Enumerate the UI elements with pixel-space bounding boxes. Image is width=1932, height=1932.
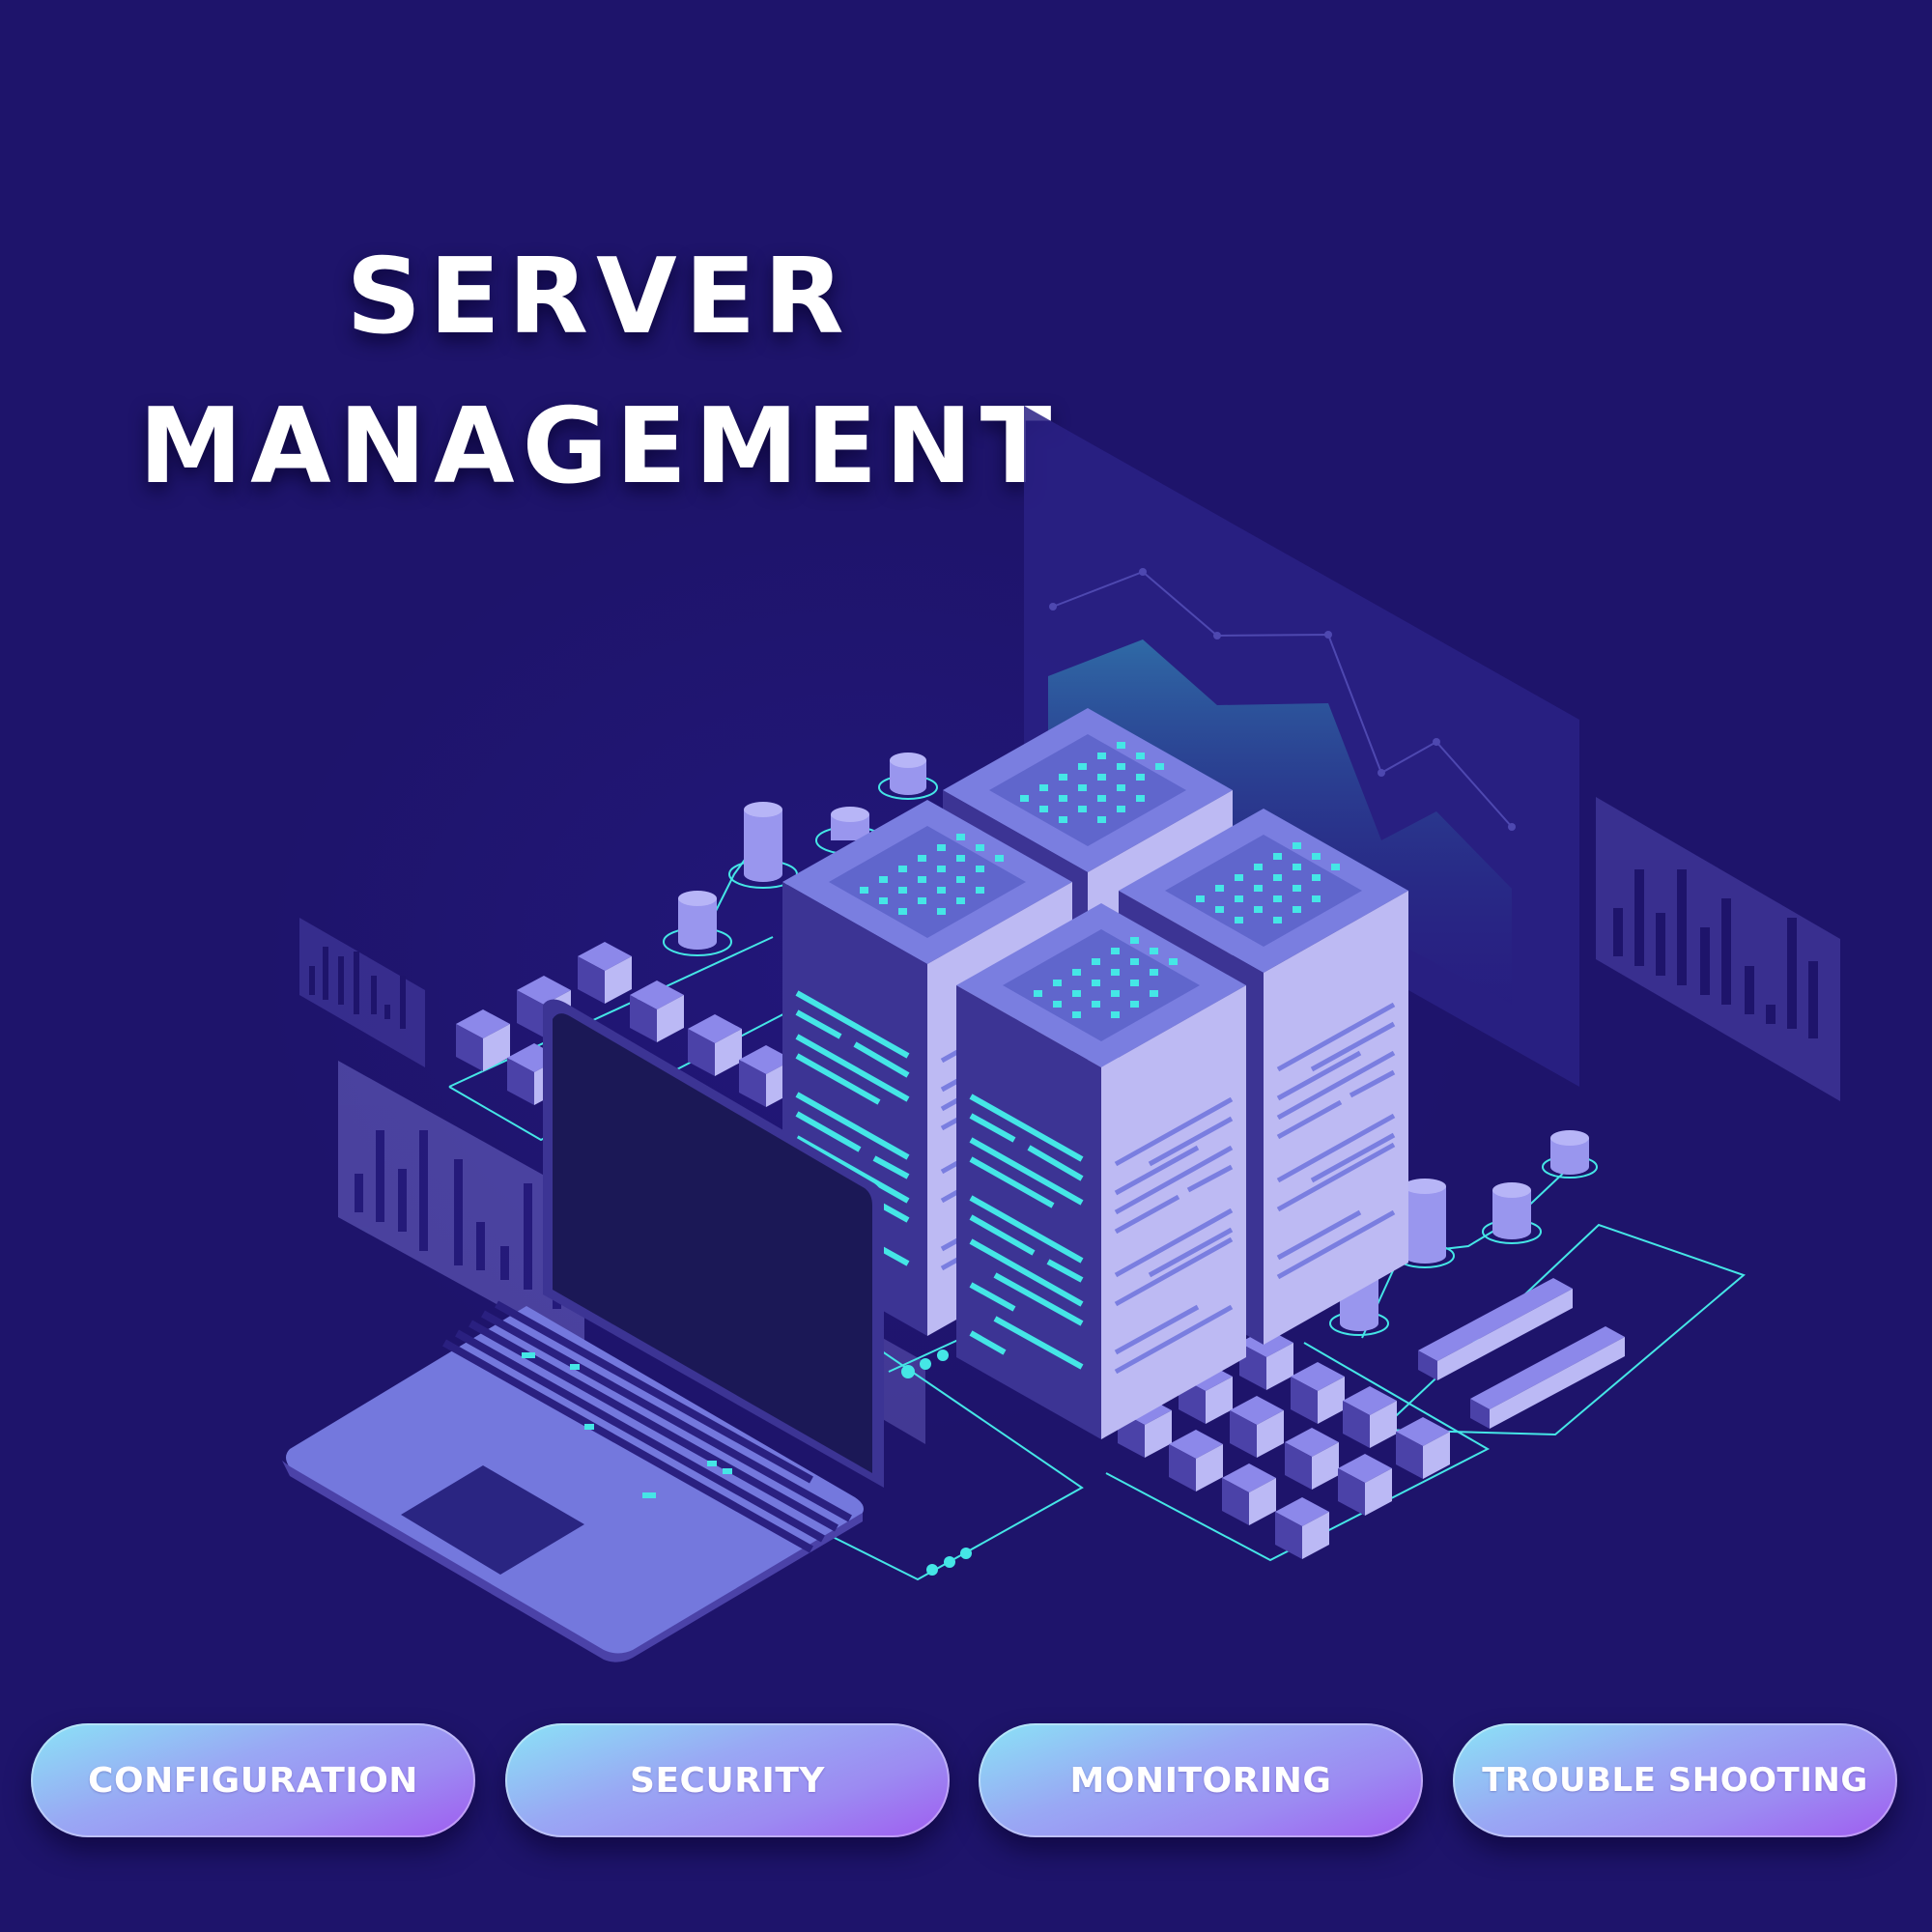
security-label: SECURITY — [630, 1760, 825, 1801]
circuit-nodes — [901, 1350, 972, 1576]
configuration-label: CONFIGURATION — [88, 1760, 418, 1801]
laptop-icon — [282, 999, 884, 1662]
bar-chart-panel-icon — [299, 918, 425, 1067]
configuration-button[interactable]: CONFIGURATION — [31, 1723, 475, 1837]
trouble-shooting-label: TROUBLE SHOOTING — [1482, 1761, 1868, 1800]
server-rack-icon — [956, 903, 1246, 1439]
monitoring-button[interactable]: MONITORING — [979, 1723, 1423, 1837]
security-button[interactable]: SECURITY — [505, 1723, 950, 1837]
category-buttons: CONFIGURATION SECURITY MONITORING TROUBL… — [0, 1723, 1932, 1837]
page-title-line2: MANAGEMENT — [138, 386, 1060, 507]
bar-chart-panel-icon — [1596, 797, 1840, 1101]
page-title-line1: SERVER — [346, 237, 852, 357]
monitoring-label: MONITORING — [1069, 1760, 1332, 1801]
trouble-shooting-button[interactable]: TROUBLE SHOOTING — [1453, 1723, 1897, 1837]
bar-block-icon — [1418, 1278, 1625, 1429]
